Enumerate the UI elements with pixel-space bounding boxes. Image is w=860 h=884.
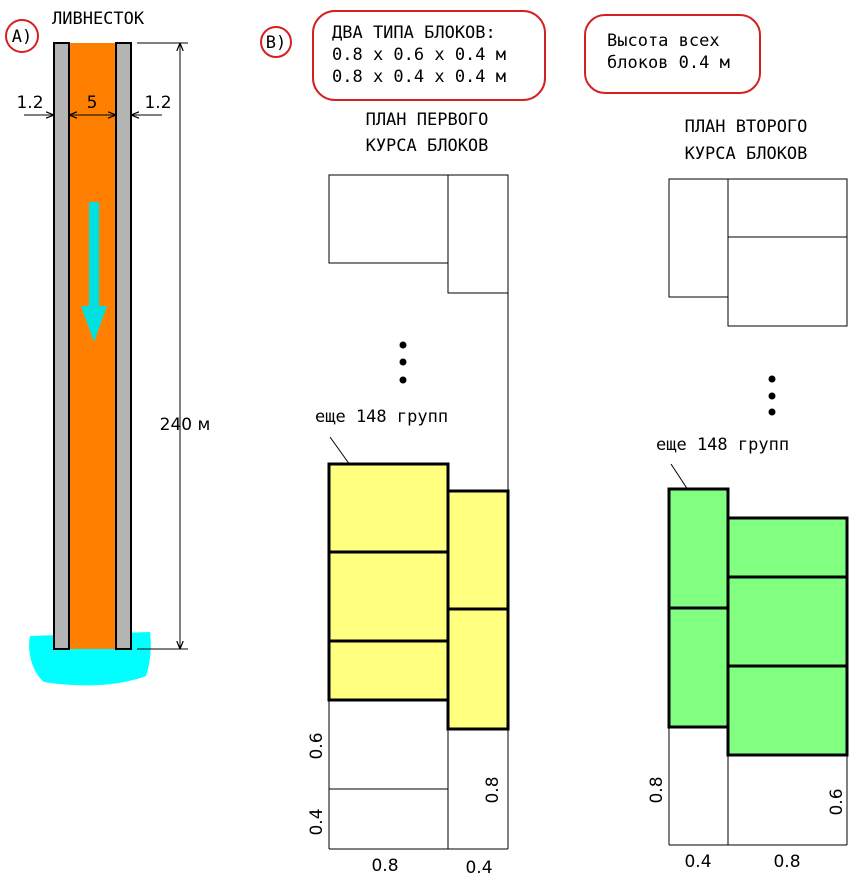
height-dimension — [137, 42, 188, 650]
right-wall — [115, 42, 132, 650]
block-height-line1: Высота всех — [607, 31, 720, 51]
plan1-block — [328, 174, 449, 264]
plan1-highlight-block — [327, 550, 450, 643]
plan-second-course: ПЛАН ВТОРОГО КУРСА БЛОКОВ еще 148 групп … — [647, 117, 849, 872]
plan1-ellipsis — [399, 341, 407, 384]
plan1-block — [447, 174, 509, 294]
plan1-highlight-block — [327, 639, 450, 702]
plan2-title-line2: КУРСА БЛОКОВ — [685, 144, 808, 164]
plan1-highlight-block — [446, 607, 510, 731]
plan2-dim-bottom-left: 0.4 — [684, 852, 711, 872]
plan1-title-line1: ПЛАН ПЕРВОГО — [366, 110, 489, 130]
block-height-line2: блоков 0.4 м — [607, 53, 730, 73]
plan2-block — [727, 178, 848, 238]
block-types-line1: ДВА ТИПА БЛОКОВ: — [332, 23, 496, 43]
block-height-box — [584, 14, 761, 94]
plan1-dim-right: 0.8 — [483, 776, 503, 803]
plan1-highlight-block — [327, 462, 450, 554]
block-types-line3: 0.8 x 0.4 x 0.4 м — [332, 67, 506, 87]
panel-b-tag: B) — [260, 26, 292, 58]
plan2-note: еще 148 групп — [656, 435, 789, 455]
panel-b-header: B) ДВА ТИПА БЛОКОВ: 0.8 x 0.6 x 0.4 м 0.… — [260, 10, 761, 101]
plan-first-course: ПЛАН ПЕРВОГО КУРСА БЛОКОВ еще 148 групп … — [307, 110, 510, 878]
plan2-dim-left: 0.8 — [647, 776, 667, 803]
plan1-dim-left-upper: 0.6 — [307, 732, 327, 759]
wall-right-dim: 1.2 — [144, 93, 171, 113]
plan2-title-line1: ПЛАН ВТОРОГО — [685, 117, 808, 137]
flow-arrow — [81, 202, 107, 342]
plan2-highlight-block — [726, 664, 849, 757]
plan1-title-line2: КУРСА БЛОКОВ — [366, 136, 489, 156]
panel-a-tag-text: A) — [12, 27, 32, 47]
panel-a-title: ЛИВНЕСТОК — [52, 9, 145, 29]
plan2-highlight-block — [726, 575, 849, 668]
plan2-dim-right: 0.6 — [827, 788, 847, 815]
panel-a: A) ЛИВНЕСТОК 1.2 5 1.2 240 м — [5, 9, 211, 686]
block-types-line2: 0.8 x 0.6 x 0.4 м — [332, 45, 506, 65]
block-types-box — [312, 10, 546, 101]
flow-channel — [69, 43, 116, 649]
plan1-note: еще 148 групп — [315, 407, 448, 427]
channel-width-dim: 5 — [87, 93, 98, 113]
plan2-ellipsis — [768, 375, 776, 416]
plan2-highlight-block — [667, 606, 730, 729]
plan1-dim-bottom-left: 0.8 — [371, 856, 398, 876]
plan2-block — [727, 236, 848, 327]
height-label: 240 м — [160, 415, 211, 435]
wall-left-dim: 1.2 — [16, 93, 43, 113]
plan1-dim-bottom-right: 0.4 — [465, 858, 492, 878]
plan2-highlight-block — [726, 516, 849, 579]
plan1-dim-left-lower: 0.4 — [307, 808, 327, 835]
left-wall — [53, 42, 70, 650]
panel-b-tag-text: B) — [266, 33, 286, 53]
plan2-highlight-block — [667, 487, 730, 610]
plan2-dim-bottom-right: 0.8 — [773, 852, 800, 872]
panel-a-tag: A) — [5, 19, 39, 53]
plan1-highlight-block — [446, 489, 510, 611]
plan2-block — [668, 178, 729, 298]
